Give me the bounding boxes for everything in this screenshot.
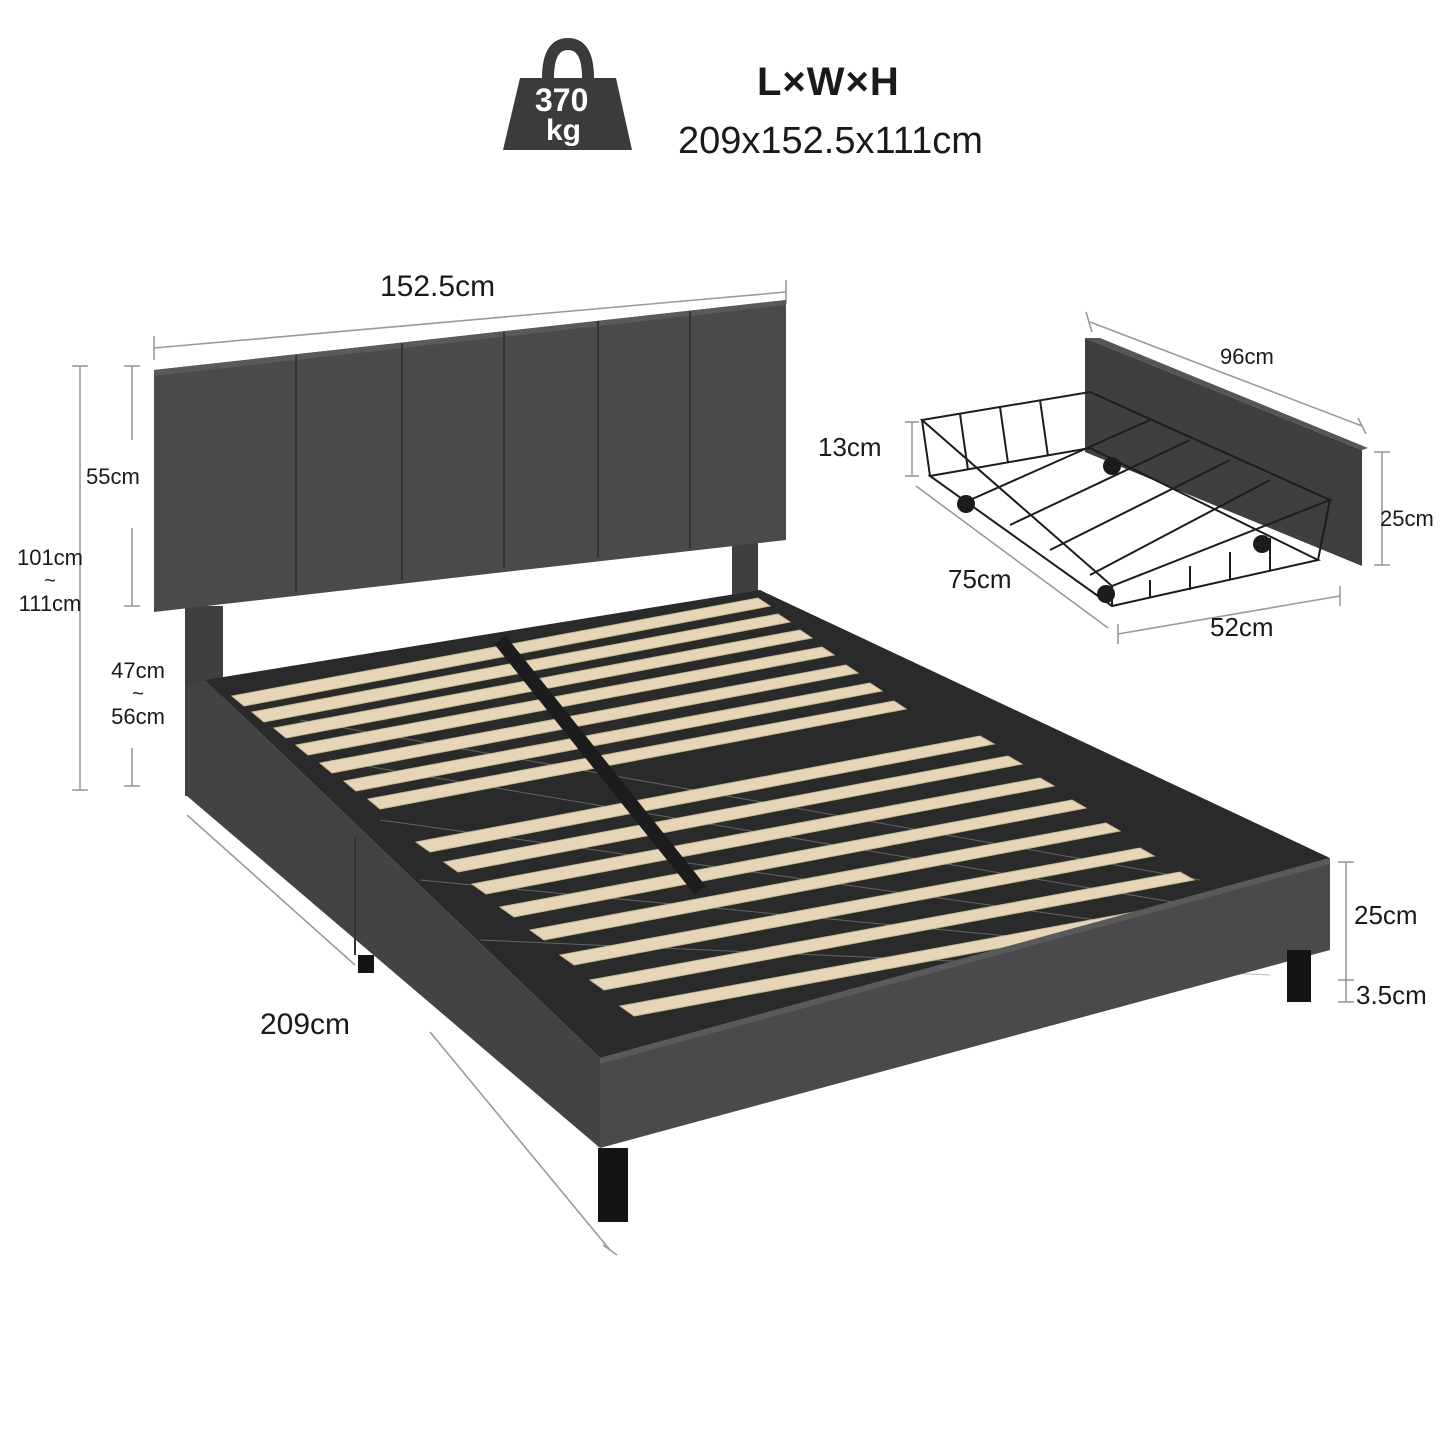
- total-height-min: 101cm: [16, 545, 84, 570]
- drawer-width-label: 52cm: [1210, 612, 1274, 642]
- drawer-illustration: [905, 311, 1390, 644]
- weight-capacity-icon: [503, 37, 632, 150]
- basket-height-label: 13cm: [818, 432, 882, 462]
- bed-width-label: 152.5cm: [380, 270, 496, 303]
- headboard-adjust-max: 56cm: [111, 704, 165, 729]
- headboard-adjust-label: 47cm ~ 56cm: [98, 658, 178, 730]
- headboard-adjust-min: 47cm: [111, 658, 165, 683]
- total-height-tilde: ~: [44, 570, 56, 592]
- bed-frame: [154, 300, 1330, 1222]
- capacity-unit: kg: [546, 114, 582, 147]
- dimensions-title: L×W×H: [757, 60, 900, 104]
- overall-dimensions: 209x152.5x111cm: [678, 120, 983, 162]
- total-height-label: 101cm ~ 111cm: [4, 545, 96, 617]
- bed-length-label: 209cm: [260, 1008, 351, 1041]
- total-height-max: 111cm: [18, 591, 82, 616]
- drawer-length-label: 96cm: [1220, 344, 1274, 369]
- bed-dimension-lines: [72, 280, 1354, 1256]
- headboard-adjust-tilde: ~: [132, 683, 144, 705]
- drawer-panel-height-label: 25cm: [1380, 506, 1434, 531]
- clearance-label: 3.5cm: [1356, 980, 1427, 1010]
- headboard-height-label: 55cm: [86, 464, 140, 489]
- drawer-depth-label: 75cm: [948, 564, 1012, 594]
- capacity-number: 370: [535, 82, 589, 118]
- frame-height-label: 25cm: [1354, 900, 1418, 930]
